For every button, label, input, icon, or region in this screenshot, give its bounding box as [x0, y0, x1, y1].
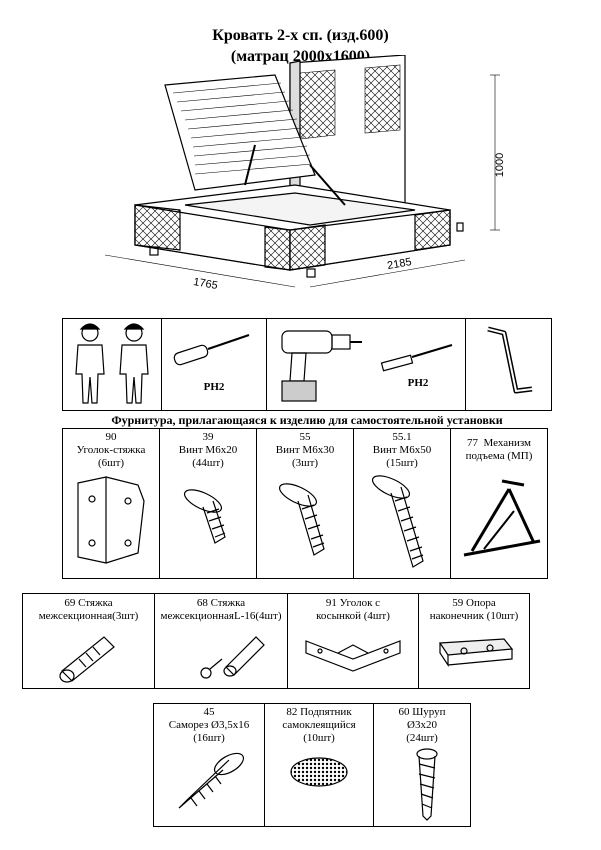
fitting-number: 90 — [105, 430, 117, 443]
bit-label: PH2 — [407, 376, 429, 389]
fittings-row-2: 69 Стяжка межсекционная(3шт) 68 Стяжка м… — [22, 593, 530, 689]
fitting-82-cell: 82 Подпятник самоклеящийся (10шт) — [264, 703, 374, 827]
fitting-name: Уголок-стяжка — [76, 443, 146, 456]
fitting-name: Ø3х20 — [407, 718, 437, 731]
screw-m6x30-icon — [278, 483, 325, 556]
fitting-name: Механизм — [483, 437, 532, 449]
fitting-name: Винт М6х50 — [372, 443, 432, 456]
wood-screw-icon — [416, 748, 438, 821]
fitting-68-cell: 68 Стяжка межсекционнаяL-16(4шт) — [154, 593, 288, 689]
fitting-91-cell: 91 Уголок с косынкой (4шт) — [287, 593, 419, 689]
fitting-number: 60 Шуруп — [398, 705, 446, 718]
fitting-number: 82 Подпятник — [286, 705, 352, 718]
hex-key-cell — [465, 318, 552, 411]
fitting-title: 69 Стяжка — [64, 597, 113, 609]
drill-cell: PH2 — [266, 318, 466, 411]
screw-m6x20-icon — [183, 489, 226, 544]
cordless-drill-icon — [281, 330, 362, 402]
self-tapping-screw-icon — [178, 752, 245, 809]
lift-mechanism-icon — [463, 479, 541, 557]
two-workers-cell — [62, 318, 162, 411]
fitting-number: 77 — [466, 437, 478, 449]
fitting-55-cell: 55 Винт М6х30 (3шт) — [256, 428, 354, 579]
fittings-row-1: 90 Уголок-стяжка (6шт) 39 Винт М6х20 (44… — [62, 428, 548, 579]
fitting-59-cell: 59 Опора наконечник (10шт) — [418, 593, 530, 689]
fitting-45-cell: 45 Саморез Ø3,5х16 (16шт) — [153, 703, 265, 827]
fitting-qty: (15шт) — [386, 456, 418, 469]
bed-drawing: 1000 2185 1765 — [104, 55, 506, 292]
fitting-name: Винт М6х30 — [275, 443, 335, 456]
fitting-qty: (44шт) — [192, 456, 224, 469]
connector-68-icon — [200, 636, 265, 679]
hex-key-icon — [486, 326, 532, 394]
fitting-qty: межсекционнаяL-16(4шт) — [160, 610, 282, 622]
fitting-number: 55.1 — [392, 430, 412, 443]
two-workers-icon — [75, 323, 149, 404]
screwdriver-label: PH2 — [203, 381, 225, 393]
screw-m6x50-icon — [371, 475, 424, 568]
fitting-name: самоклеящийся — [282, 718, 356, 731]
fittings-title: Фурнитура, прилагающаяся к изделию для с… — [111, 413, 503, 427]
fitting-qty: подъема (МП) — [465, 450, 533, 462]
fitting-title: 91 Уголок с — [325, 597, 381, 609]
screwdriver-icon — [173, 334, 250, 366]
length-dimension: 2185 — [386, 256, 412, 272]
fitting-qty: межсекционная(3шт) — [38, 610, 139, 622]
fitting-qty: (6шт) — [97, 456, 125, 469]
fitting-qty: косынкой (4шт) — [316, 610, 390, 622]
fitting-title: 68 Стяжка — [196, 597, 246, 609]
fittings-row-3: 45 Саморез Ø3,5х16 (16шт) 82 Подпятник с… — [153, 703, 471, 827]
tools-table: PH2 — [62, 318, 552, 411]
fitting-qty: наконечник (10шт) — [429, 610, 519, 622]
fitting-qty: (16шт) — [193, 731, 225, 744]
fitting-number: 39 — [202, 430, 214, 443]
fitting-qty: (10шт) — [303, 731, 335, 744]
fitting-qty: (24шт) — [406, 731, 438, 744]
gusset-corner-icon — [305, 640, 401, 672]
support-tip-icon — [438, 638, 514, 667]
fitting-name: Саморез Ø3,5х16 — [168, 718, 250, 731]
screwdriver-bit-icon — [380, 343, 453, 371]
fitting-number: 45 — [203, 705, 215, 718]
width-dimension: 1765 — [192, 276, 218, 292]
fitting-60-cell: 60 Шуруп Ø3х20 (24шт) — [373, 703, 471, 827]
corner-bracket-icon — [77, 476, 145, 564]
fitting-69-cell: 69 Стяжка межсекционная(3шт) — [22, 593, 155, 689]
fitting-qty: (3шт) — [291, 456, 319, 469]
title-line-1: Кровать 2-х сп. (изд.600) — [212, 27, 389, 44]
fitting-90-cell: 90 Уголок-стяжка (6шт) — [62, 428, 160, 579]
fitting-title: 59 Опора — [452, 597, 496, 609]
fitting-number: 55 — [299, 430, 311, 443]
height-dimension: 1000 — [494, 153, 506, 177]
connector-69-icon — [58, 636, 115, 683]
fitting-39-cell: 39 Винт М6х20 (44шт) — [159, 428, 257, 579]
fitting-name: Винт М6х20 — [178, 443, 238, 456]
fitting-55-1-cell: 55.1 Винт М6х50 (15шт) — [353, 428, 451, 579]
fitting-77-cell: 77 Механизм подъема (МП) — [450, 428, 548, 579]
screwdriver-cell: PH2 — [161, 318, 267, 411]
adhesive-pad-icon — [290, 757, 348, 787]
